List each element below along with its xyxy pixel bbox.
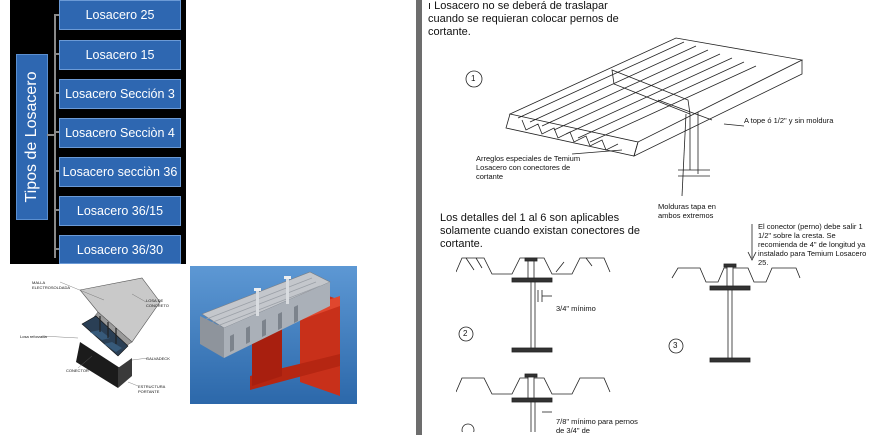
connector-label: CONECTOR — [66, 368, 89, 373]
type-box-seccion-36: Losacero secciòn 36 — [59, 157, 181, 187]
applicability-note: Los detalles del 1 al 6 son aplicables s… — [440, 212, 640, 250]
type-box-seccion-4: Losacero Secciòn 4 — [59, 118, 181, 148]
type-box-losacero-25: Losacero 25 — [59, 0, 181, 30]
type-box-losacero-15: Losacero 15 — [59, 40, 181, 70]
butt-joint-label: A tope ó 1/2" y sin moldura — [744, 116, 834, 125]
special-arrangement-label: Arreglos especiales de Temium Losacero c… — [476, 154, 581, 181]
page-gutter — [416, 0, 422, 435]
connector-line — [54, 14, 60, 16]
min-7-8-label: 7/8" mínimo para pernos de 3/4" de — [556, 417, 638, 435]
figure-3-number: 3 — [673, 341, 678, 350]
min-3-4-label: 3/4" mínimo — [556, 304, 596, 313]
concrete-label: LOSA DE CONCRETO — [146, 298, 169, 308]
type-box-seccion-3: Losacero Sección 3 — [59, 79, 181, 109]
steel-deck-render — [190, 266, 357, 404]
slab-sketch-drawing — [41, 277, 161, 388]
right-page: ı Losacero no se deberá de traslapar cua… — [422, 0, 870, 435]
overlap-note: ı Losacero no se deberá de traslapar cua… — [428, 0, 619, 38]
category-box: Tipos de Losacero — [16, 54, 48, 220]
composite-slab-sketch: MALLA ELECTROSOLDADA LOSA DE CONCRETO Lo… — [20, 272, 185, 404]
render-drawing — [190, 266, 357, 404]
connector-line — [54, 170, 60, 172]
connector-line — [54, 209, 60, 211]
connector-line — [54, 14, 56, 258]
type-box-36-30: Losacero 36/30 — [59, 235, 181, 264]
moldings-label: Molduras tapa en ambos extremos — [658, 202, 716, 220]
detail-3-figure: 3 El conector (perno) debe salir 1 1/2" … — [662, 222, 870, 372]
detail-3-drawing — [668, 224, 801, 363]
figure-2-number: 2 — [463, 329, 468, 338]
category-label: Tipos de Losacero — [23, 71, 40, 203]
connector-line — [54, 248, 60, 250]
detail-2-figure: 2 3/4" mínimo 7/8" mínimo para pernos de… — [455, 252, 666, 435]
left-page: Tipos de Losacero Losacero 25 Losacero 1… — [0, 0, 416, 435]
connector-line — [54, 53, 60, 55]
type-box-36-15: Losacero 36/15 — [59, 196, 181, 226]
figure-1-number: 1 — [471, 74, 476, 83]
reinforced-slab-label: Losa reforzada — [20, 334, 47, 339]
connector-line — [54, 131, 60, 133]
isometric-deck-figure: 1 A tope ó 1/2" y sin moldura Arreglos e… — [462, 30, 862, 220]
structure-label: ESTRUCTURA PORTANTE — [138, 384, 166, 394]
connector-line — [54, 92, 60, 94]
losacero-types-diagram: Tipos de Losacero Losacero 25 Losacero 1… — [10, 0, 186, 264]
isometric-deck-drawing — [465, 37, 804, 197]
detail-2-drawing — [455, 257, 611, 435]
mesh-label: MALLA ELECTROSOLDADA — [32, 280, 71, 290]
galvadeck-label: GALVADECK — [146, 356, 170, 361]
connector-line — [47, 134, 55, 136]
connector-note-label: El conector (perno) debe salir 1 1/2" so… — [758, 222, 867, 267]
